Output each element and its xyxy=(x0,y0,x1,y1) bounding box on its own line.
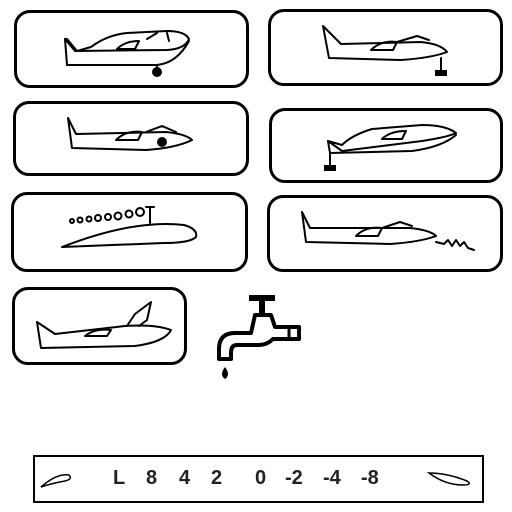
tile-wing-airflow[interactable] xyxy=(11,192,248,272)
airplane-nose-weight-icon xyxy=(64,30,190,77)
trim-step: -4 xyxy=(323,467,341,489)
tile-broken-canopy[interactable] xyxy=(12,287,187,365)
tile-nose-tie-down[interactable] xyxy=(268,9,503,86)
airplane-wingtip-damage-icon xyxy=(301,211,475,251)
water-tap-drawing[interactable] xyxy=(215,293,305,383)
trim-step: 4 xyxy=(179,467,191,489)
wing-nose-up-icon xyxy=(427,472,470,486)
tile-tail-tie-down[interactable] xyxy=(269,108,503,183)
trim-step: -2 xyxy=(285,467,303,489)
trim-step: -8 xyxy=(361,467,379,489)
airplane-nose-tie-down-icon xyxy=(322,25,448,76)
trim-step: 0 xyxy=(255,467,267,489)
trim-step: 8 xyxy=(146,467,158,489)
wing-nose-down-icon xyxy=(40,474,72,488)
airplane-cockpit-weight-icon xyxy=(67,117,193,151)
wing-airflow-icon xyxy=(61,206,198,248)
trim-step: L xyxy=(113,467,126,489)
airplane-broken-canopy-icon xyxy=(36,301,172,349)
trim-scale: L 8 4 2 0 -2 -4 -8 xyxy=(33,455,484,503)
tile-cockpit-weight[interactable] xyxy=(13,101,249,176)
tile-nose-weight[interactable] xyxy=(14,10,249,88)
airplane-tail-tie-down-icon xyxy=(324,124,457,171)
tile-wingtip-damage[interactable] xyxy=(267,195,503,272)
trim-step: 2 xyxy=(211,467,223,489)
water-tap-icon xyxy=(217,295,301,379)
